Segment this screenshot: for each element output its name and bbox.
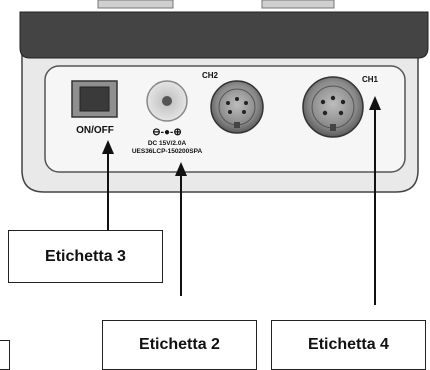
ch2-din-port [210, 80, 264, 134]
dc-jack-pin [162, 96, 172, 106]
adapter-model-text: UES36LCP-150200SPA [132, 148, 203, 155]
label-2-text: Etichetta 2 [139, 336, 220, 353]
top-tab-right [261, 0, 335, 9]
label-3-text: Etichetta 3 [45, 247, 126, 265]
label-box-partial [0, 340, 10, 370]
label-box-3: Etichetta 3 [8, 230, 163, 283]
arrow-label-3 [102, 140, 114, 230]
label-4-text: Etichetta 4 [308, 336, 389, 353]
power-switch-rocker [79, 86, 110, 112]
polarity-symbol: ⊖-●-⊕ [152, 127, 181, 138]
top-tab-left [97, 0, 174, 9]
device-lid [19, 11, 429, 59]
switch-label: ON/OFF [76, 125, 114, 136]
ch1-din-port [302, 76, 364, 138]
label-box-2: Etichetta 2 [102, 320, 257, 370]
label-box-4: Etichetta 4 [271, 320, 426, 370]
device-diagram: ON/OFF ⊖-●-⊕ DC 15V/2.0A UES36LCP-150200… [19, 0, 429, 305]
arrow-label-2 [175, 162, 187, 296]
ch2-label: CH2 [202, 71, 219, 80]
power-rating-text: DC 15V/2.0A [148, 140, 187, 147]
ch1-label: CH1 [362, 75, 379, 84]
arrow-label-4 [369, 96, 381, 305]
